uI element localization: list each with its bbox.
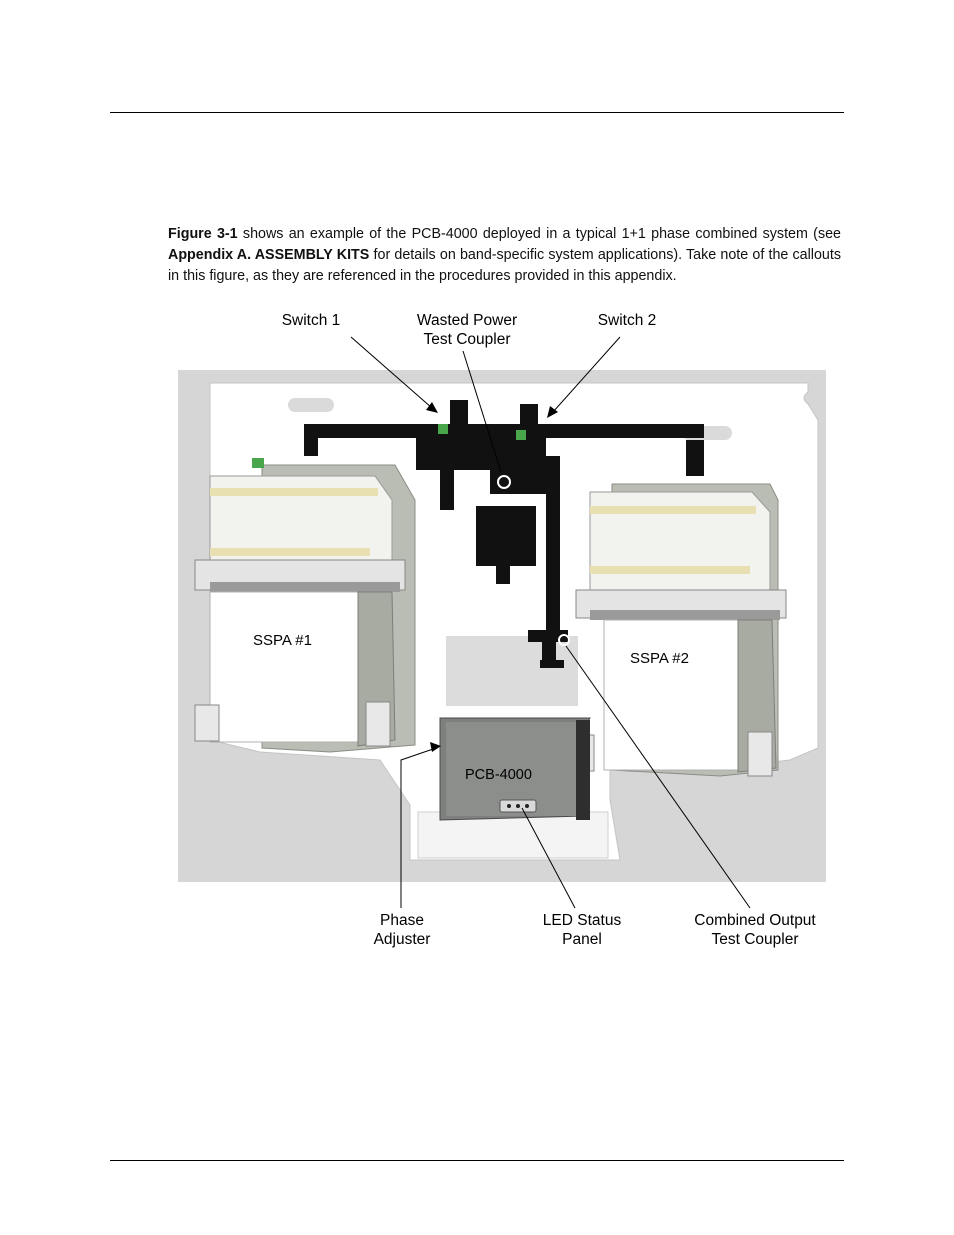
waveguide-assembly (304, 400, 704, 668)
callout-led-status-line2: Panel (562, 931, 602, 948)
label-sspa1: SSPA #1 (253, 632, 312, 649)
center-panel (446, 636, 578, 706)
callout-combined-output-line1: Combined Output (694, 912, 816, 929)
leader-lines (350, 336, 751, 909)
switch2-indicator (516, 430, 526, 440)
footer-rule (110, 1160, 844, 1161)
callout-phase-adjuster-line1: Phase (380, 912, 424, 929)
callout-combined-output-line2: Test Coupler (711, 931, 799, 948)
paragraph-text-2: for details on band-specific system appl… (168, 247, 842, 284)
label-pcb4000: PCB-4000 (465, 767, 532, 783)
appendix-reference[interactable]: Appendix A. ASSEMBLY KITS (168, 247, 370, 263)
paragraph-text-1: shows an example of the PCB-4000 deploye… (237, 226, 841, 242)
callout-wasted-power-line2: Test Coupler (423, 331, 511, 348)
callout-switch2-text: Switch 2 (597, 312, 657, 329)
pcb4000-unit (439, 717, 591, 821)
callout-phase-adjuster-line2: Adjuster (373, 931, 431, 948)
sspa2-unit (569, 483, 787, 777)
leader-arrowheads (426, 402, 558, 752)
figure-reference[interactable]: Figure 3-1 (168, 226, 238, 242)
label-sspa2: SSPA #2 (630, 650, 689, 667)
callout-led-status-panel: LED Status Panel (522, 911, 642, 949)
callout-switch2: Switch 2 (582, 311, 672, 330)
combined-output-coupler-marker (558, 634, 570, 646)
intro-paragraph: Figure 3-1 shows an example of the PCB-4… (168, 224, 841, 287)
header-rule (110, 112, 844, 113)
plate-slot-left (288, 398, 334, 412)
callout-switch1-text: Switch 1 (281, 312, 341, 329)
sspa1-unit (194, 458, 416, 753)
callout-wasted-power-line1: Wasted Power (416, 312, 518, 329)
callout-led-status-line1: LED Status (542, 912, 622, 929)
callout-wasted-power-coupler: Wasted Power Test Coupler (397, 311, 537, 349)
callout-switch1: Switch 1 (266, 311, 356, 330)
switch1-indicator (438, 424, 448, 434)
callout-phase-adjuster: Phase Adjuster (352, 911, 452, 949)
wasted-power-coupler-marker (497, 475, 511, 489)
callout-combined-output-coupler: Combined Output Test Coupler (675, 911, 835, 949)
